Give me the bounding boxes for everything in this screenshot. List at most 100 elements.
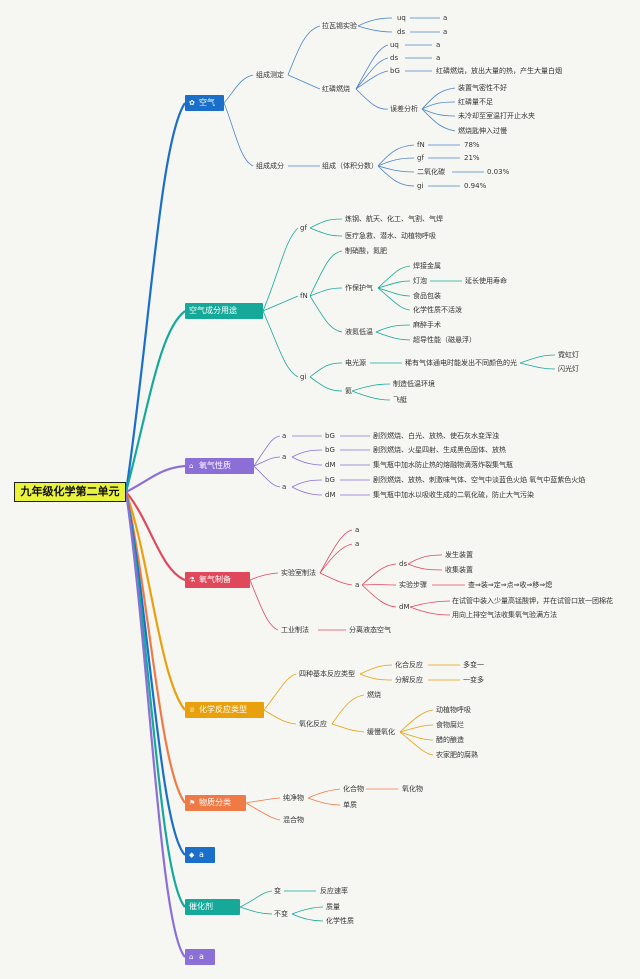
node-reaction-rule[interactable]: 一变多 (463, 676, 484, 684)
node-phenomenon-key[interactable]: bG (325, 476, 335, 484)
node-error-item[interactable]: 燃烧匙伸入过慢 (458, 127, 507, 135)
node-phenomenon-key[interactable]: dM (325, 491, 336, 499)
node-industrial-method[interactable]: 工业制法 (281, 626, 309, 634)
node-dM[interactable]: dM (399, 603, 410, 611)
node-phosphorus-ds[interactable]: ds (390, 54, 399, 62)
node-a[interactable]: a (282, 453, 287, 461)
node-steps-value[interactable]: 查⇒装⇒定⇒点⇒收⇒移⇒熄 (468, 581, 553, 589)
node-composition-measure[interactable]: 组成测定 (256, 71, 284, 79)
node-liquid-item[interactable]: 超导性能（磁悬浮） (413, 336, 476, 344)
node-mixture[interactable]: 混合物 (283, 816, 304, 824)
node-gf[interactable]: gf (300, 224, 307, 232)
node-unchanged-item[interactable]: 化学性质 (326, 917, 354, 925)
node-phenomenon-key[interactable]: dM (325, 461, 336, 469)
node-steps[interactable]: 实验步骤 (399, 581, 427, 589)
node-light-source[interactable]: 电光源 (345, 359, 366, 367)
node-dM-item[interactable]: 在试管中装入少量高锰酸钾，并在试管口放一团棉花 (452, 597, 613, 605)
node-phosphorus-uq[interactable]: uq (390, 41, 399, 49)
node-reaction-type[interactable]: 化合反应 (395, 661, 423, 669)
node-industrial-value[interactable]: 分离液态空气 (349, 626, 391, 634)
node-comp-key[interactable]: fN (417, 141, 425, 149)
branch-reaction-types[interactable]: ♕化学反应类型 (185, 702, 264, 718)
branch-oxygen-properties[interactable]: ⌂氧气性质 (185, 458, 254, 474)
node-a[interactable]: a (355, 581, 360, 589)
node-slow-item[interactable]: 动植物呼吸 (436, 706, 471, 714)
node-lavoisier-ds[interactable]: ds (397, 28, 406, 36)
node-a[interactable]: a (355, 526, 360, 534)
node-phenomenon[interactable]: 集气瓶中加水防止热的熔融物滴落炸裂集气瓶 (373, 461, 513, 469)
node-nitric-acid[interactable]: 制硝酸，氮肥 (345, 247, 387, 255)
node-error-item[interactable]: 未冷却至室温打开止水夹 (458, 112, 535, 120)
node-lavoisier-a2[interactable]: a (443, 28, 448, 36)
branch-air[interactable]: ✿空气 (185, 95, 224, 111)
node-pure-substance[interactable]: 纯净物 (283, 794, 304, 802)
node-liquid-nitrogen[interactable]: 液氮低温 (345, 328, 373, 336)
node-phenomenon[interactable]: 剧烈燃烧、放热、刺激味气体、空气中淡蓝色火焰 氧气中蓝紫色火焰 (373, 476, 586, 484)
node-lab-method[interactable]: 实验室制法 (281, 569, 316, 577)
node-phenomenon[interactable]: 剧烈燃烧、火星四射、生成黑色固体、放热 (373, 446, 506, 454)
node-element[interactable]: 单质 (343, 801, 357, 809)
node-reaction-rule[interactable]: 多变一 (463, 661, 484, 669)
node-slow-item[interactable]: 农家肥的腐熟 (436, 751, 478, 759)
node-lamp-extra[interactable]: 延长使用寿命 (465, 277, 507, 285)
branch-uses[interactable]: 空气成分用途 (185, 303, 263, 319)
node-a[interactable]: a (282, 432, 287, 440)
node-error-analysis[interactable]: 误差分析 (390, 105, 418, 113)
node-comp-value[interactable]: 21% (464, 154, 480, 162)
node-fN[interactable]: fN (300, 292, 308, 300)
node-phosphorus-bG[interactable]: bG (390, 67, 400, 75)
node-ds[interactable]: ds (399, 560, 408, 568)
node-phosphorus-a1[interactable]: a (436, 41, 441, 49)
node-oxidation[interactable]: 氧化反应 (299, 720, 327, 728)
node-comp-key[interactable]: 二氧化碳 (417, 168, 445, 176)
node-gf-use[interactable]: 炼钢、航天、化工、气割、气焊 (345, 215, 443, 223)
node-comp-key[interactable]: gf (417, 154, 424, 162)
branch-classification[interactable]: ⚑物质分类 (185, 795, 246, 811)
root-topic[interactable]: 九年级化学第二单元 (14, 482, 126, 502)
node-slow-item[interactable]: 食物腐烂 (436, 721, 464, 729)
node-light-item[interactable]: 霓虹灯 (558, 351, 579, 359)
node-apparatus[interactable]: 发生装置 (445, 551, 473, 559)
node-gi[interactable]: gi (300, 373, 307, 381)
node-phosphorus-bG-text[interactable]: 红磷燃烧，放出大量的热，产生大量白烟 (436, 67, 562, 75)
node-comp-value[interactable]: 0.03% (487, 168, 510, 176)
branch-oxygen-preparation[interactable]: ⚗氧气制备 (185, 572, 250, 588)
node-light-desc[interactable]: 稀有气体通电时能发出不同颜色的光 (405, 359, 517, 367)
node-error-item[interactable]: 红磷量不足 (458, 98, 493, 106)
node-volume-fraction[interactable]: 组成（体积分数） (322, 162, 378, 170)
node-protective-gas[interactable]: 作保护气 (345, 284, 373, 292)
node-phenomenon[interactable]: 剧烈燃烧、白光、放热、使石灰水变浑浊 (373, 432, 499, 440)
branch-a-second[interactable]: ⌂a (185, 949, 215, 965)
node-a[interactable]: a (355, 540, 360, 548)
node-a[interactable]: a (282, 483, 287, 491)
node-oxide[interactable]: 氧化物 (402, 785, 423, 793)
node-error-item[interactable]: 装置气密性不好 (458, 84, 507, 92)
branch-catalyst[interactable]: 催化剂 (185, 899, 240, 915)
node-comp-value[interactable]: 0.94% (464, 182, 487, 190)
node-lavoisier-a1[interactable]: a (443, 14, 448, 22)
node-liquid-item[interactable]: 麻醉手术 (413, 321, 441, 329)
node-lavoisier[interactable]: 拉瓦锡实验 (322, 22, 357, 30)
node-phenomenon-key[interactable]: bG (325, 432, 335, 440)
node-composition[interactable]: 组成成分 (256, 162, 284, 170)
node-phosphorus-a2[interactable]: a (436, 54, 441, 62)
node-changes[interactable]: 变 (274, 887, 281, 895)
node-light-item[interactable]: 闪光灯 (558, 365, 579, 373)
node-protect-item[interactable]: 化学性质不活泼 (413, 306, 462, 314)
node-slow-item[interactable]: 醋的酿造 (436, 736, 464, 744)
branch-a[interactable]: ◆a (185, 847, 215, 863)
node-protect-item[interactable]: 食品包装 (413, 292, 441, 300)
node-comp-value[interactable]: 78% (464, 141, 480, 149)
node-combustion[interactable]: 燃烧 (367, 691, 381, 699)
node-protect-item[interactable]: 灯泡 (413, 277, 427, 285)
node-dM-item[interactable]: 用向上排空气法收集氧气验满方法 (452, 611, 557, 619)
node-unchanged[interactable]: 不变 (274, 910, 288, 918)
node-helium-item[interactable]: 制造低温环境 (393, 380, 435, 388)
node-lavoisier-uq[interactable]: uq (397, 14, 406, 22)
node-phenomenon[interactable]: 集气瓶中加水以吸收生成的二氧化硫，防止大气污染 (373, 491, 534, 499)
node-basic-reactions[interactable]: 四种基本反应类型 (299, 670, 355, 678)
node-reaction-rate[interactable]: 反应速率 (320, 887, 348, 895)
node-phosphorus[interactable]: 红磷燃烧 (322, 85, 350, 93)
node-reaction-type[interactable]: 分解反应 (395, 676, 423, 684)
node-protect-item[interactable]: 焊接金属 (413, 262, 441, 270)
